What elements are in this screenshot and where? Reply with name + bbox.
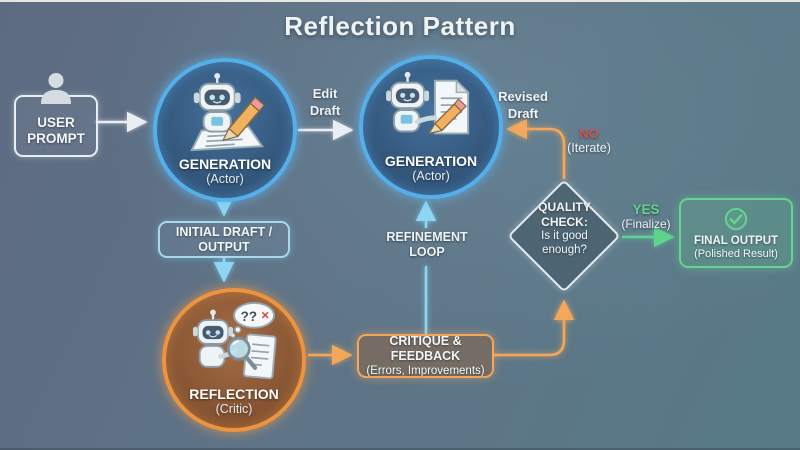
iterate-label: (Iterate) [567,141,611,155]
edit-draft-label: Edit Draft [309,86,341,118]
bubble-x-mark: ✕ [261,310,270,322]
quality-check-line2: CHECK: [541,214,588,229]
quality-check-line1: QUALITY [538,200,591,214]
robot-icon [193,72,241,133]
pencil-icon [427,98,467,135]
quality-check-line3: Is it good [541,230,588,242]
generation1-node: GENERATION (Actor) [153,58,297,202]
robot-magnifier-icon: ?? ✕ [192,301,277,380]
generation2-node: GENERATION (Actor) [359,55,503,199]
generation1-name: GENERATION [178,156,272,172]
robot-document-icon [386,71,470,135]
user-prompt-label-line1: USER [37,115,75,130]
yes-finalize-label: YES (Finalize) [616,202,676,232]
edge-critique-to-quality-check [492,299,575,357]
no-iterate-label: NO (Iterate) [556,126,622,156]
generation1-role: (Actor) [206,172,244,186]
refinement-loop-label: REFINEMENT LOOP [386,230,468,259]
generation2-role: (Actor) [412,169,450,183]
final-output-box: FINAL OUTPUT (Polished Result) [679,198,793,268]
robot-icon [386,71,438,133]
initial-draft-line2: OUTPUT [198,239,250,254]
robot-icon [192,309,239,368]
initial-draft-box: INITIAL DRAFT / OUTPUT [158,221,290,258]
reflection-node: ?? ✕ [162,288,306,432]
reflection-role: (Critic) [215,402,253,416]
generation2-name: GENERATION [384,153,478,169]
edge-no-to-generation2 [506,118,566,180]
check-circle-icon [724,207,748,230]
final-output-subtitle: (Polished Result) [694,247,778,260]
critique-subtitle: (Errors, Improvements) [366,365,485,377]
pencil-icon [221,96,265,142]
document-icon [242,333,277,380]
magnifier-icon [226,336,258,370]
user-prompt-label-line2: PROMPT [27,131,85,146]
critique-feedback-box: CRITIQUE & FEEDBACK (Errors, Improvement… [357,334,494,378]
no-label: NO [579,126,599,141]
reflection-name: REFLECTION [189,386,279,402]
user-prompt-box: USER PROMPT [14,72,98,157]
critique-title: CRITIQUE & FEEDBACK [389,334,462,363]
initial-draft-line1: INITIAL DRAFT / [175,224,273,239]
robot-pencil-icon [190,72,265,152]
quality-check-line4: enough? [542,244,587,256]
thought-bubble-icon: ?? ✕ [230,301,276,338]
person-icon [40,72,72,104]
diagram-title: Reflection Pattern [284,11,516,41]
finalize-label: (Finalize) [621,217,671,231]
bottom-border-line [0,448,800,450]
yes-label: YES [632,202,660,217]
final-output-name: FINAL OUTPUT [693,234,779,247]
bubble-question-text: ?? [241,309,257,324]
top-border-line [0,0,800,2]
revised-draft-label: Revised Draft [498,89,548,121]
quality-check-text: QUALITY CHECK: Is it good enough? [514,200,615,257]
